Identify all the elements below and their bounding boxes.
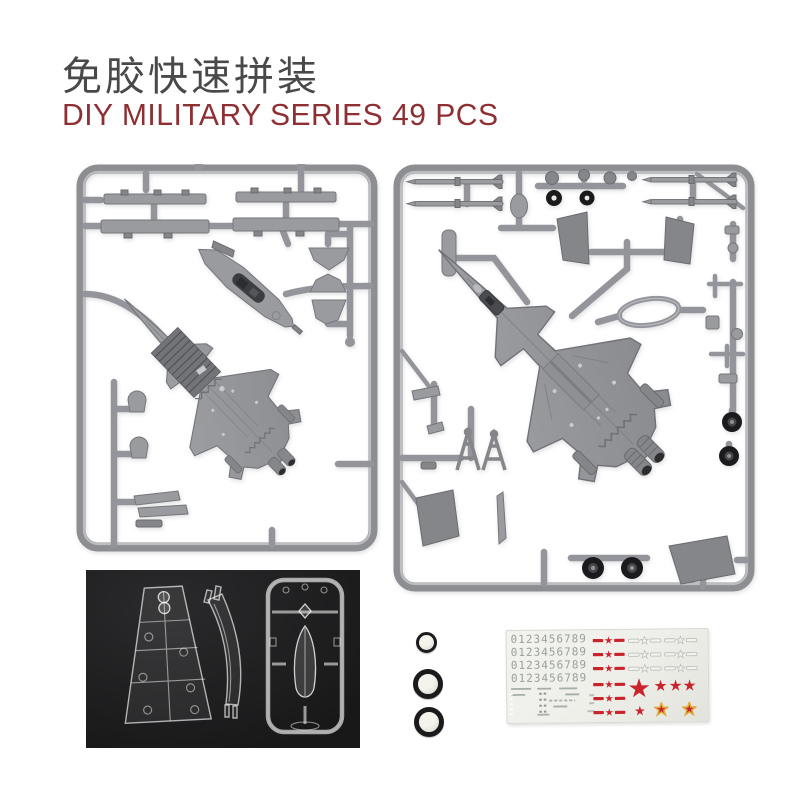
clear-stand-base: [124, 585, 213, 725]
part-gear-bits: [705, 225, 746, 384]
decal-star-large: [628, 677, 650, 698]
sprue-a-runners: [81, 169, 375, 549]
part-flap-strips-left: [100, 189, 210, 239]
o-ring-medium-2: [414, 707, 444, 737]
sprue-b: [393, 164, 755, 592]
decal-star-small: [634, 705, 645, 716]
part-small-antennas: [127, 390, 189, 528]
decal-star-medium: [683, 679, 696, 691]
part-wheel-discs: [510, 169, 637, 219]
decal-roundel: [593, 680, 626, 688]
decal-outline-emblem: [664, 635, 698, 645]
part-wing-panels: [415, 489, 736, 585]
part-upper-fuselage: [81, 257, 324, 503]
decal-outline-emblem: [628, 636, 662, 645]
part-tail-fins: [556, 211, 695, 265]
decal-digits-row: 0123456789: [510, 658, 588, 673]
decal-stencil-marks: [509, 687, 595, 716]
decal-roundel: [593, 708, 626, 716]
clear-parts-photo: [86, 570, 360, 748]
part-gear-struts: [411, 385, 507, 471]
o-ring-small: [416, 632, 437, 653]
decal-sheet: 0123456789 0123456789 0123456789 0123456…: [505, 627, 710, 725]
decal-digits-row: 0123456789: [510, 671, 588, 686]
decal-roundel: [592, 664, 625, 672]
decal-outline-emblem: [628, 650, 662, 659]
decal-digits-row: 0123456789: [510, 645, 588, 660]
decal-outline-emblem: [628, 664, 662, 673]
part-intake-cones: [308, 247, 350, 325]
clear-parts-art: [124, 577, 345, 735]
page-subtitle-english: DIY MILITARY SERIES 49 PCS: [62, 97, 499, 132]
part-flap-strips-right: [232, 187, 340, 237]
decal-outline-emblem: [664, 649, 698, 659]
part-lower-fuselage: [393, 195, 701, 512]
page-title-chinese: 免胶快速拼装: [62, 55, 320, 99]
o-ring-medium-1: [413, 669, 443, 699]
part-missiles-left: [405, 174, 504, 211]
clear-stand-arm: [203, 585, 242, 719]
decal-star-gold: [682, 701, 697, 716]
sprue-b-frame: [393, 164, 755, 592]
decal-star-gold: [654, 702, 669, 716]
decal-outline-emblem: [664, 663, 698, 673]
part-nose-section: [197, 240, 304, 335]
decal-roundel: [592, 650, 625, 658]
part-pylon: [441, 229, 457, 277]
clear-canopy-sprue: [265, 577, 345, 735]
part-missiles-right: [641, 172, 738, 209]
decal-star-medium: [654, 679, 667, 692]
sprue-a-frame: [76, 164, 378, 552]
part-canopy-frame: [616, 295, 682, 329]
decal-star-medium: [669, 679, 682, 691]
sprue-a: [76, 164, 378, 552]
decal-roundel: [592, 636, 625, 644]
decal-digits-row: 0123456789: [510, 632, 587, 647]
part-wheels: [582, 412, 742, 579]
decal-roundel: [593, 694, 626, 702]
